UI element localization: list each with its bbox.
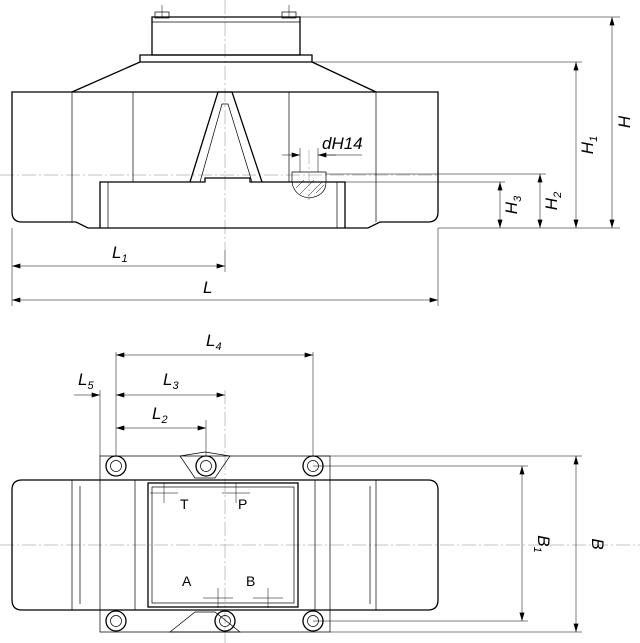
label-L2: L2 [152, 404, 168, 426]
label-B: B [588, 538, 607, 549]
port-A: A [182, 573, 192, 589]
flange [71, 54, 377, 93]
label-H2: H2 [542, 192, 564, 210]
top-body [11, 479, 439, 611]
mounting-plate [99, 451, 331, 633]
bolt-holes [105, 455, 324, 632]
dim-L: L [12, 228, 439, 306]
label-L3: L3 [163, 370, 179, 392]
top-cap [151, 5, 301, 56]
label-H: H [615, 115, 634, 128]
dim-H3: H3 [497, 181, 524, 229]
dim-B1: B1 [519, 466, 553, 622]
port-B: B [246, 573, 255, 589]
label-L1: L1 [112, 243, 128, 265]
label-L4: L4 [206, 331, 222, 353]
port-P: P [238, 496, 247, 512]
port-T: T [180, 496, 189, 512]
dim-L3: L3 [116, 370, 226, 398]
label-L: L [203, 278, 212, 297]
dim-dH14: dH14 [282, 134, 363, 172]
label-dH14: dH14 [322, 134, 363, 153]
dim-L2: L2 [116, 404, 207, 431]
dim-L4: L4 [116, 331, 313, 358]
dim-B: B [573, 456, 607, 633]
label-L5: L5 [78, 370, 94, 392]
port-marks [150, 483, 283, 608]
dim-L1: L1 [11, 228, 226, 306]
label-H1: H1 [578, 136, 600, 154]
label-B1: B1 [531, 535, 553, 552]
label-H3: H3 [502, 195, 524, 214]
dim-H1: H1 [573, 62, 600, 229]
front-view: dH14 H H1 H2 H3 [0, 0, 634, 306]
top-view: T P A B L4 L3 L5 [0, 331, 640, 643]
dim-L5: L5 [74, 370, 100, 398]
dim-H2: H2 [537, 173, 564, 229]
dim-H: H [609, 17, 634, 229]
